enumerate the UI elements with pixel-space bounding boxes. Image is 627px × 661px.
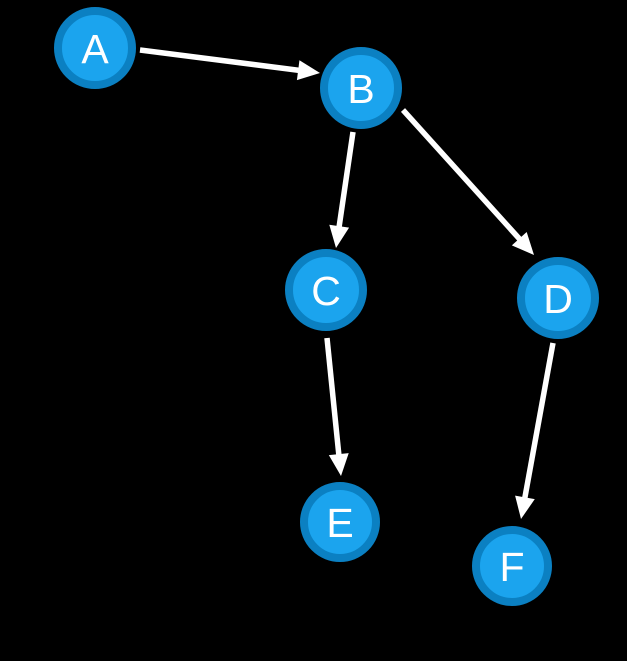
node-circle xyxy=(285,249,367,331)
node-circle xyxy=(320,47,402,129)
node-circle xyxy=(517,257,599,339)
node-D[interactable]: D xyxy=(517,257,599,339)
node-circle xyxy=(54,7,136,89)
node-E[interactable]: E xyxy=(300,482,380,562)
edge-B-D-arrowhead xyxy=(511,231,534,255)
edge-D-F-line xyxy=(521,342,556,504)
node-circle xyxy=(300,482,380,562)
node-C[interactable]: C xyxy=(285,249,367,331)
edge-A-B-arrowhead xyxy=(296,60,320,81)
edge-C-E-line xyxy=(324,337,343,461)
edge-D-F-arrowhead xyxy=(515,495,535,519)
edge-B-C-arrowhead xyxy=(329,224,350,248)
edge-B-D-line xyxy=(400,108,526,245)
edge-A-B-line xyxy=(139,47,305,74)
node-B[interactable]: B xyxy=(320,47,402,129)
node-A[interactable]: A xyxy=(54,7,136,89)
node-circle xyxy=(472,526,552,606)
node-F[interactable]: F xyxy=(472,526,552,606)
edge-B-C-line xyxy=(335,131,356,233)
edge-C-E-arrowhead xyxy=(328,453,349,476)
